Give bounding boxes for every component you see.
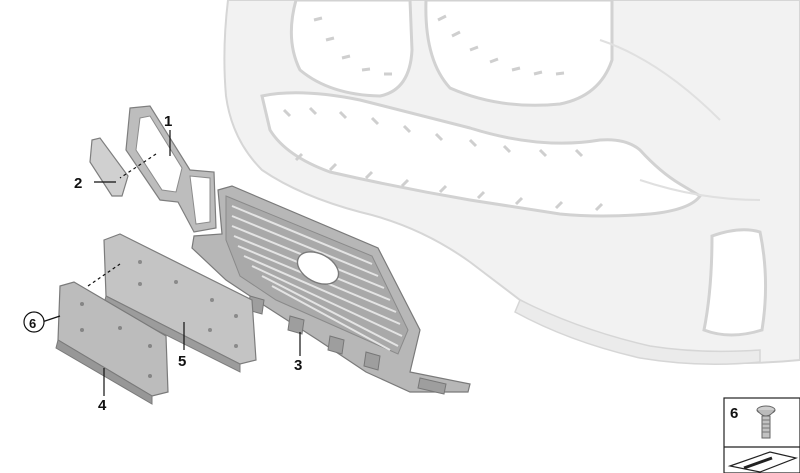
callouts: 1 2 3 4 5 6 — [23, 113, 302, 414]
callout-6-circle — [23, 311, 45, 333]
callout-6: 6 — [29, 316, 36, 331]
callout-2: 2 — [74, 175, 82, 192]
callout-4: 4 — [98, 397, 107, 414]
part-2-plate — [89, 137, 129, 197]
legend-screw-number: 6 — [730, 405, 738, 422]
front-bumper-cover — [223, 0, 800, 365]
part-3-grille — [191, 185, 471, 395]
callout-3: 3 — [294, 357, 302, 374]
callout-5: 5 — [178, 353, 186, 370]
legend-box: 6 — [723, 397, 800, 473]
part-1-bracket — [125, 105, 217, 233]
screw-icon — [756, 405, 776, 439]
leader-lines — [41, 130, 301, 396]
callout-1: 1 — [164, 113, 172, 130]
part-5-plate-base — [103, 233, 257, 373]
sheet-icon — [727, 451, 799, 473]
